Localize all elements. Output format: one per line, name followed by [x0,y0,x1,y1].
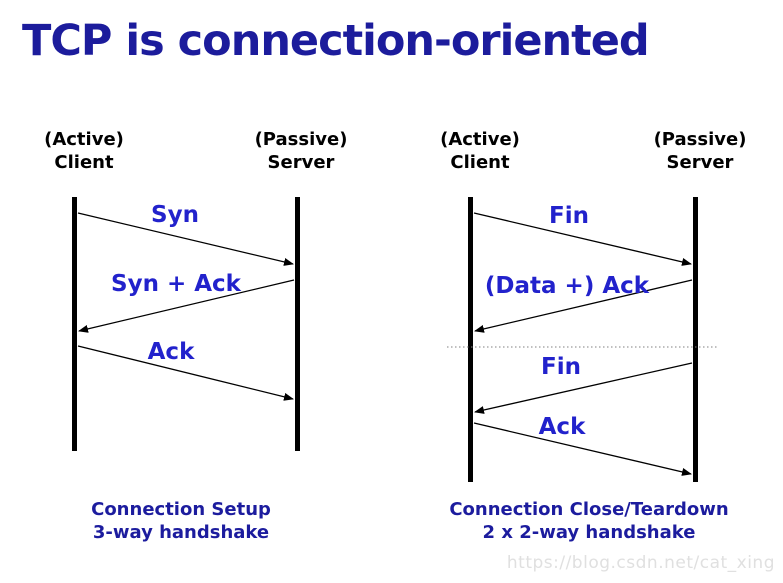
msg-label-data-ack: (Data +) Ack [484,273,650,299]
left-caption: Connection Setup 3-way handshake [91,498,271,544]
right-server-header: (Passive) Server [654,128,747,174]
left-server-header: (Passive) Server [255,128,348,174]
msg-label-syn-ack: Syn + Ack [111,271,241,297]
msg-label-ack: Ack [147,339,195,365]
left-client-lifeline [72,197,77,451]
left-client-name: Client [54,152,114,173]
right-client-role: (Active) [440,129,520,150]
msg-label-ack-2: Ack [538,414,586,440]
left-server-role: (Passive) [254,129,348,150]
watermark-url: https://blog.csdn.net/cat_xing [506,553,775,573]
msg-label-fin-1: Fin [549,203,589,229]
right-server-role: (Passive) [653,129,747,150]
left-caption-line1: Connection Setup [91,499,271,520]
right-server-lifeline [693,197,698,482]
left-client-role: (Active) [44,129,124,150]
right-caption-line1: Connection Close/Teardown [449,499,729,520]
slide-title: TCP is connection-oriented [22,16,650,66]
right-client-header: (Active) Client [440,128,520,174]
right-caption: Connection Close/Teardown 2 x 2-way hand… [449,498,728,544]
right-server-name: Server [666,152,734,173]
left-server-lifeline [295,197,300,451]
fin-arrow-2 [474,362,693,414]
left-client-header: (Active) Client [44,128,124,174]
left-server-name: Server [267,152,335,173]
right-caption-line2: 2 x 2-way handshake [482,522,696,543]
right-client-lifeline [468,197,473,482]
left-caption-line2: 3-way handshake [92,522,270,543]
msg-label-syn: Syn [151,202,199,228]
right-client-name: Client [450,152,510,173]
msg-label-fin-2: Fin [541,354,581,380]
